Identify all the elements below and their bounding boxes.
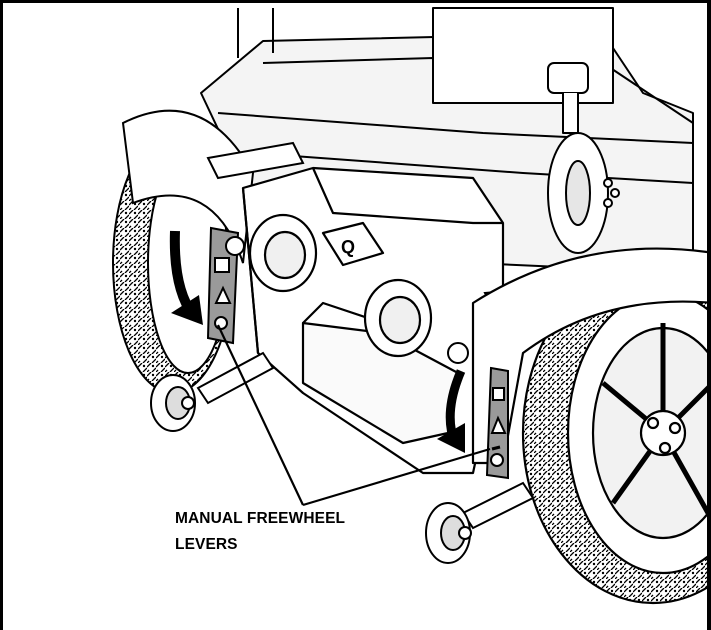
right-fender [471, 247, 707, 465]
seat-pivot-plate [547, 132, 620, 254]
callout-label: MANUAL FREEWHEEL LEVERS [175, 506, 345, 558]
front-left-caster [150, 351, 275, 432]
front-right-caster [425, 481, 535, 564]
left-rotation-arrow [169, 230, 203, 325]
callout-line-2: LEVERS [175, 536, 238, 553]
right-freewheel-lever [447, 342, 509, 480]
callout-leader-lines [217, 324, 501, 507]
right-rotation-arrow [437, 369, 466, 453]
quantum-logo: Q [341, 237, 355, 257]
wheelchair-illustration: Q [112, 7, 707, 605]
right-drive-wheel [521, 261, 707, 605]
callout-line-1: MANUAL FREEWHEEL [175, 510, 346, 527]
left-freewheel-lever [206, 226, 245, 345]
